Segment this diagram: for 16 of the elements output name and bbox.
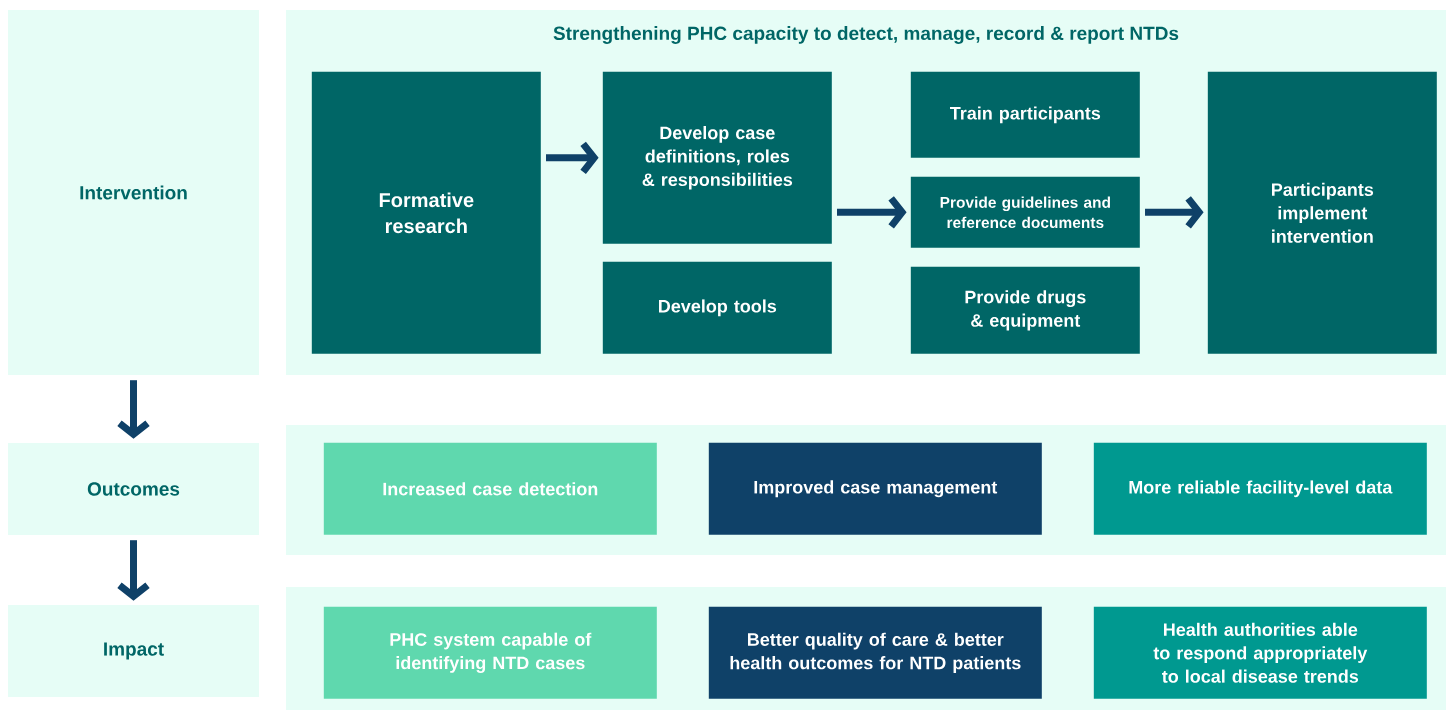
process-box: Participants implement intervention bbox=[1207, 71, 1437, 354]
impact-box: PHC system capable of identifying NTD cases bbox=[323, 606, 657, 699]
outcome-box: More reliable facility-level data bbox=[1093, 442, 1427, 535]
process-box: Train participants bbox=[910, 71, 1140, 158]
impact-box: Better quality of care & better health outcomes for NTD patients bbox=[708, 606, 1042, 699]
process-box: Develop case definitions, roles & responsibilities bbox=[602, 71, 832, 244]
impact-box: Health authorities able to respond appropriately to local disease trends bbox=[1093, 606, 1427, 699]
process-box: Provide drugs & equipment bbox=[910, 266, 1140, 354]
side-label: Outcomes bbox=[8, 443, 259, 535]
process-box: Develop tools bbox=[602, 261, 832, 354]
outcome-box: Improved case management bbox=[708, 442, 1042, 535]
side-label: Impact bbox=[8, 605, 259, 697]
process-box: Provide guidelines and reference documents bbox=[910, 176, 1140, 248]
outcome-box: Increased case detection bbox=[323, 442, 657, 535]
process-box: Formative research bbox=[311, 71, 541, 354]
side-label: Intervention bbox=[8, 10, 259, 375]
